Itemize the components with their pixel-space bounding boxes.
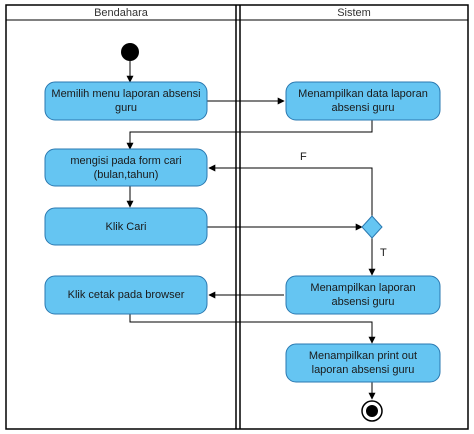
action-s1 (285, 81, 441, 121)
edge-s1-to-a2 (126, 120, 373, 150)
initial-node (121, 43, 139, 61)
swimlane-frame (5, 4, 469, 430)
action-s2 (285, 275, 441, 315)
action-a3 (44, 207, 208, 246)
action-a4 (44, 275, 208, 315)
final-node-inner (366, 405, 378, 417)
action-a2 (44, 148, 208, 187)
decision-node (361, 215, 383, 239)
action-s1-label: Menampilkan data laporan absensi guru (298, 88, 428, 114)
guard-false-label: F (300, 151, 307, 163)
action-a3-label: Klik Cari (105, 220, 147, 233)
action-a1 (44, 81, 208, 121)
action-s3 (285, 343, 441, 383)
action-s2-label: Menampilkan laporan absensi guru (310, 282, 416, 308)
action-a4-label: Klik cetak pada browser (67, 289, 185, 301)
action-s3-label: Menampilkan print out laporan absensi gu… (308, 350, 418, 376)
guard-true-label: T (380, 247, 387, 259)
lane-title-bendahara: Bendahara (94, 6, 148, 19)
edge-decision-false (208, 164, 373, 216)
edge-a4-to-s3 (129, 314, 376, 344)
action-a2-label: mengisi pada form cari (bulan,tahun) (70, 154, 182, 181)
lane-title-sistem: Sistem (337, 6, 371, 19)
action-a1-label: Memilih menu laporan absensi guru (51, 88, 201, 114)
